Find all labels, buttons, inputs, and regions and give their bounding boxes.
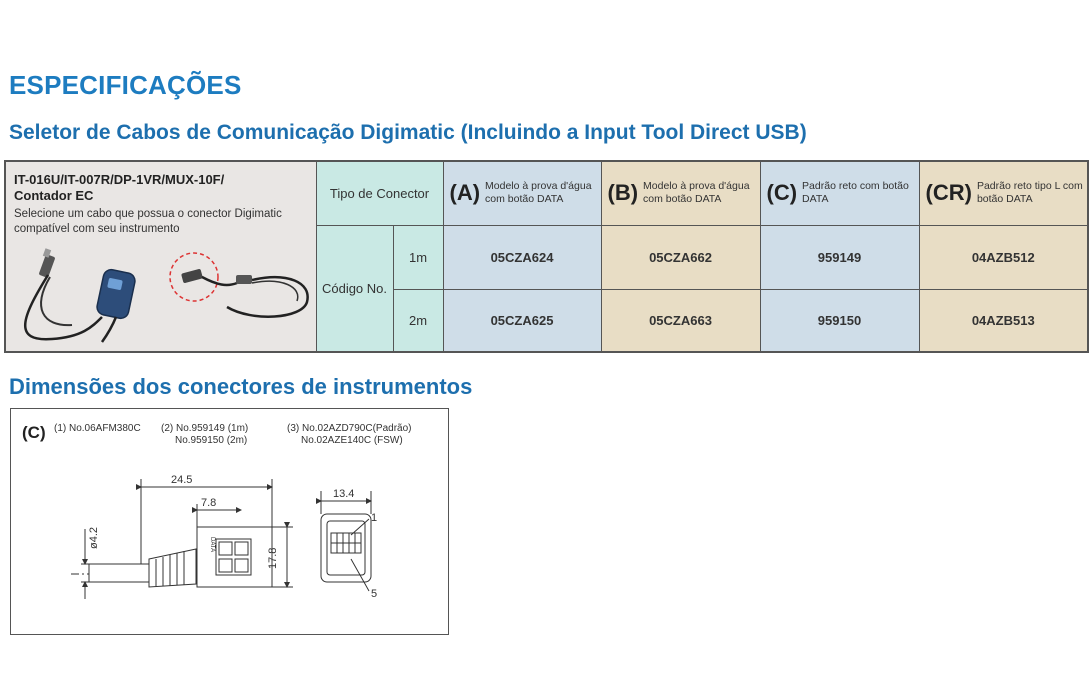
connector-front-view bbox=[320, 491, 372, 583]
length-2m: 2m bbox=[392, 288, 444, 353]
length-1m: 1m bbox=[392, 224, 444, 290]
code-cr-1m: 04AZB512 bbox=[918, 224, 1089, 290]
note-2: (2) No.959149 (1m) No.959150 (2m) bbox=[161, 423, 249, 446]
cable-panel-title: IT-016U/IT-007R/DP-1VR/MUX-10F/ Contador… bbox=[14, 172, 225, 203]
cable-spec-table: IT-016U/IT-007R/DP-1VR/MUX-10F/ Contador… bbox=[4, 160, 1089, 353]
cable-end-plug-icon bbox=[236, 275, 252, 284]
page-title: ESPECIFICAÇÕES bbox=[9, 70, 242, 100]
connector-dimension-svg: DATA 24.5 7.8 ø4.2 17.8 13.4 1 bbox=[71, 474, 377, 600]
code-label: Código No. bbox=[315, 224, 394, 353]
code-cr-2m: 04AZB513 bbox=[918, 288, 1089, 353]
table-row: Código No. 1m 05CZA624 05CZA662 959149 0… bbox=[5, 224, 1089, 353]
connector-side-view bbox=[71, 479, 293, 588]
dimension-drawing: (C) (1) No.06AFM380C (2) No.959149 (1m) … bbox=[10, 408, 449, 635]
dim-24-5: 24.5 bbox=[171, 474, 192, 486]
dim-17-8: 17.8 bbox=[267, 548, 279, 569]
dim-diameter-4-2: ø4.2 bbox=[88, 527, 100, 549]
connector-highlight-circle bbox=[169, 252, 219, 302]
code-b-2m: 05CZA663 bbox=[600, 288, 761, 353]
dim-13-4: 13.4 bbox=[333, 488, 354, 500]
code-a-2m: 05CZA625 bbox=[442, 288, 602, 353]
code-b-1m: 05CZA662 bbox=[600, 224, 761, 290]
interface-unit-icon bbox=[96, 268, 136, 320]
svg-text:DATA: DATA bbox=[209, 537, 215, 552]
note-3: (3) No.02AZD790C(Padrão) No.02AZE140C (F… bbox=[287, 423, 412, 446]
connector-plug-icon bbox=[181, 269, 203, 283]
code-c-2m: 959150 bbox=[759, 288, 920, 353]
note-1: (1) No.06AFM380C bbox=[54, 423, 141, 434]
cable-panel: IT-016U/IT-007R/DP-1VR/MUX-10F/ Contador… bbox=[4, 160, 317, 353]
cable-illustration bbox=[24, 248, 309, 343]
code-a-1m: 05CZA624 bbox=[442, 224, 602, 290]
usb-plug-icon bbox=[39, 248, 55, 278]
callout-1: 1 bbox=[371, 512, 377, 524]
drawing-label: (C) bbox=[22, 423, 46, 442]
code-c-1m: 959149 bbox=[759, 224, 920, 290]
section-title-cable-selector: Seletor de Cabos de Comunicação Digimati… bbox=[9, 121, 807, 144]
dim-7-8: 7.8 bbox=[201, 497, 216, 509]
cable-panel-description: Selecione um cabo que possua o conector … bbox=[14, 208, 282, 235]
table-row: 2m 05CZA625 05CZA663 959150 04AZB513 bbox=[5, 288, 1089, 353]
section-title-dimensions: Dimensões dos conectores de instrumentos bbox=[9, 374, 473, 399]
connector-type-label: Tipo de Conector bbox=[315, 160, 444, 226]
usb-cable bbox=[24, 274, 103, 341]
callout-5: 5 bbox=[371, 588, 377, 600]
